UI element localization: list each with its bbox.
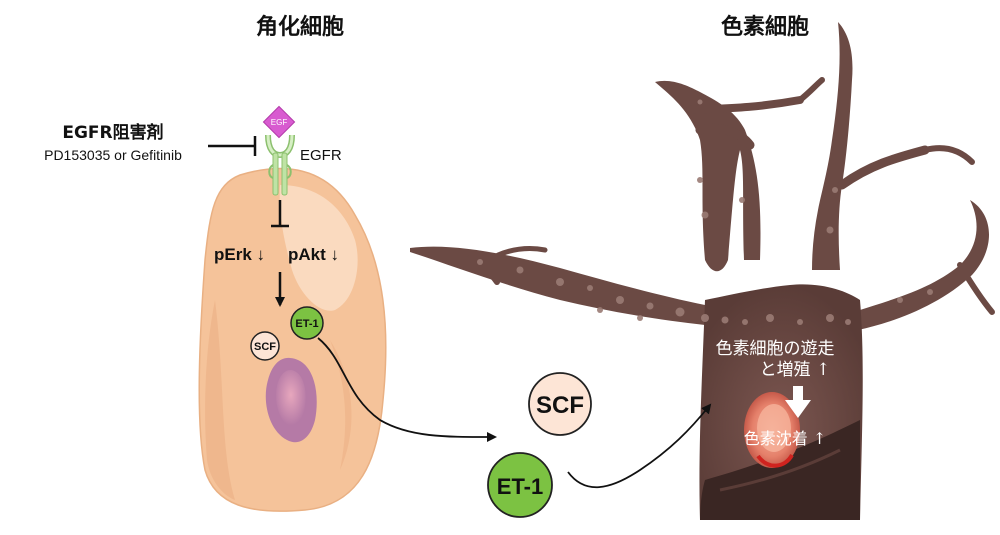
- melanocyte-cell: [410, 22, 995, 520]
- inhibitor-drugs: PD153035 or Gefitinib: [44, 147, 182, 163]
- egfr-label: EGFR: [300, 147, 342, 164]
- keratinocyte-cell: [198, 167, 387, 512]
- melanosome-granules: [477, 99, 933, 325]
- melanocyte-title: 色素細胞: [721, 14, 809, 40]
- egf-label: EGF: [271, 118, 288, 127]
- migration-text-line1: 色素細胞の遊走: [716, 339, 835, 359]
- pigmentation-text: 色素沈着 ↑: [744, 429, 827, 448]
- extracellular-et1-label: ET-1: [497, 474, 543, 499]
- paracrine-arrow: [567, 403, 712, 489]
- keratinocyte-title: 角化細胞: [256, 14, 344, 40]
- inhibitor-block-symbol: [208, 136, 257, 156]
- secretion-arrow: [317, 337, 497, 443]
- egf-ligand: EGF: [262, 105, 296, 139]
- melanocyte-nucleus: [744, 392, 800, 468]
- intracellular-scf: SCF: [250, 331, 280, 361]
- pakt-label: pAkt ↓: [288, 245, 339, 264]
- intracellular-et1-label: ET-1: [295, 318, 318, 330]
- perk-label: pErk ↓: [214, 245, 265, 264]
- extracellular-et1: ET-1: [487, 452, 553, 518]
- signal-inhibition-symbol: [271, 200, 289, 228]
- egfr-receptor: [265, 134, 295, 196]
- extracellular-scf: SCF: [528, 372, 592, 436]
- down-arrow-icon: [785, 386, 811, 418]
- intracellular-scf-label: SCF: [254, 341, 276, 353]
- keratinocyte-nucleus: [265, 357, 317, 443]
- intracellular-et1: ET-1: [290, 306, 324, 340]
- migration-text-line2: と増殖 ↑: [760, 360, 831, 380]
- inhibitor-name: EGFR阻害剤: [62, 122, 163, 143]
- extracellular-scf-label: SCF: [536, 392, 584, 419]
